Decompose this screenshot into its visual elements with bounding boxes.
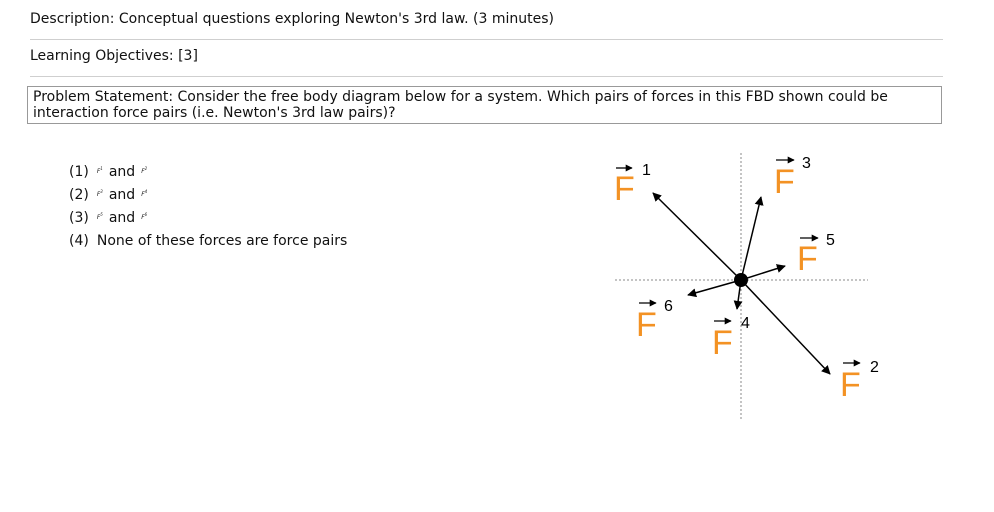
svg-text:F: F xyxy=(614,170,635,208)
force-4-label: F 4 xyxy=(712,315,750,362)
force-symbol: F5 xyxy=(96,212,103,221)
svg-text:4: 4 xyxy=(741,315,750,332)
force-1-arrow xyxy=(652,192,742,281)
svg-text:F: F xyxy=(774,163,795,201)
svg-text:5: 5 xyxy=(826,232,835,249)
svg-text:F: F xyxy=(636,306,657,344)
force-symbol: F6 xyxy=(141,212,148,221)
force-5-arrow xyxy=(740,264,786,281)
option-text: None of these forces are force pairs xyxy=(96,232,348,249)
force-3-arrow xyxy=(740,196,764,281)
option-2[interactable]: (2) F3 and F4 xyxy=(69,183,347,206)
force-3-label: F 3 xyxy=(774,155,811,201)
problem-statement-box: Problem Statement: Consider the free bod… xyxy=(27,86,942,124)
svg-text:1: 1 xyxy=(642,162,651,179)
free-body-diagram: F 1 F 3 F 5 F 6 F 4 F 2 xyxy=(614,153,879,420)
option-1[interactable]: (1) F1 and F2 xyxy=(69,160,347,183)
force-2-arrow xyxy=(740,279,831,375)
option-number: (1) xyxy=(69,163,89,180)
force-2-label: F 2 xyxy=(840,359,879,404)
option-number: (3) xyxy=(69,209,89,226)
force-6-label: F 6 xyxy=(636,298,673,344)
problem-statement-line-2: interaction force pairs (i.e. Newton's 3… xyxy=(33,105,396,121)
problem-statement-line-1: Problem Statement: Consider the free bod… xyxy=(33,89,888,105)
description-text: Description: Conceptual questions explor… xyxy=(30,11,554,27)
svg-text:2: 2 xyxy=(870,359,879,376)
option-number: (4) xyxy=(69,232,89,249)
option-number: (2) xyxy=(69,186,89,203)
option-3[interactable]: (3) F5 and F6 xyxy=(69,206,347,229)
and-text: and xyxy=(108,163,136,180)
svg-text:F: F xyxy=(840,366,861,404)
svg-text:6: 6 xyxy=(664,298,673,315)
answer-options: (1) F1 and F2 (2) F3 and F4 (3) F5 and F… xyxy=(69,160,347,252)
force-symbol: F3 xyxy=(96,189,103,198)
force-5-label: F 5 xyxy=(797,232,835,278)
system-point xyxy=(734,273,748,287)
force-1-label: F 1 xyxy=(614,162,651,208)
divider xyxy=(30,39,943,40)
svg-text:F: F xyxy=(797,240,818,278)
force-6-arrow xyxy=(687,279,742,298)
and-text: and xyxy=(108,186,136,203)
and-text: and xyxy=(108,209,136,226)
force-symbol: F2 xyxy=(141,166,148,175)
learning-objectives-text: Learning Objectives: [3] xyxy=(30,48,198,64)
svg-text:3: 3 xyxy=(802,155,811,172)
option-4[interactable]: (4) None of these forces are force pairs xyxy=(69,229,347,252)
svg-text:F: F xyxy=(712,324,733,362)
divider xyxy=(30,76,943,77)
force-symbol: F1 xyxy=(96,166,103,175)
force-symbol: F4 xyxy=(141,189,148,198)
